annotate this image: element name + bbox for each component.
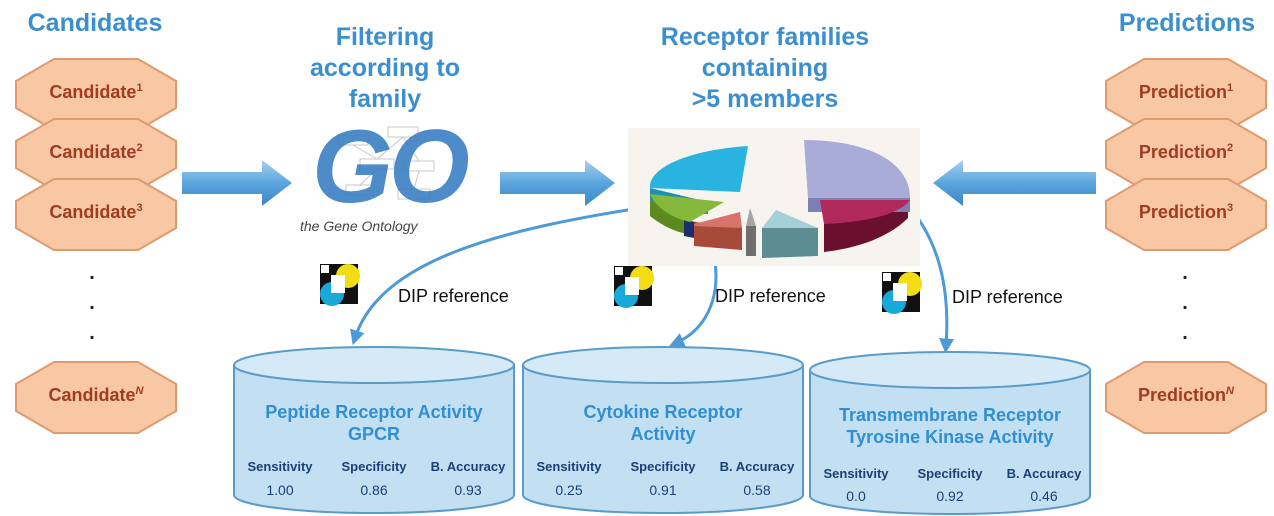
candidate-label: Candidate	[48, 385, 136, 405]
metric-value-sensitivity: 0.0	[846, 488, 866, 504]
pie-side-green	[650, 200, 690, 234]
candidate-sup: 1	[136, 82, 143, 94]
metric-header-specificity: Specificity	[917, 466, 983, 481]
heading-candidates: Candidates	[27, 9, 163, 37]
prediction-label: Prediction	[1138, 385, 1227, 405]
candidate-sup: 2	[136, 142, 143, 154]
database-cylinder-shape	[233, 346, 515, 514]
metric-value-accuracy: 0.58	[743, 482, 771, 498]
pie-slice-maroon	[820, 200, 910, 224]
ellipsis-dot: .	[89, 292, 95, 314]
candidate-sup: 3	[136, 202, 143, 214]
heading-receptor-families: Receptor families containing >5 members	[660, 23, 870, 113]
metric-header-accuracy: B. Accuracy	[719, 459, 795, 474]
candidate-sup: N	[135, 385, 144, 397]
pie-slice-gray	[746, 208, 756, 226]
prediction-item-1: Prediction1	[1104, 57, 1268, 132]
prediction-sup: 2	[1226, 142, 1234, 154]
gene-ontology-logo: GO the Gene Ontology	[300, 109, 480, 245]
candidate-label: Candidate	[49, 142, 137, 162]
candidate-item-3: Candidate3	[14, 177, 178, 252]
pie-side-navy	[684, 220, 696, 238]
dip-logo-icon	[320, 264, 360, 306]
dip-reference-label: DIP reference	[715, 286, 826, 306]
pie-slice-red	[694, 212, 742, 228]
octagon-shape	[1105, 178, 1267, 251]
prediction-sup: 1	[1226, 82, 1234, 94]
ellipsis-dot: .	[89, 322, 95, 344]
candidate-item-2: Candidate2	[14, 117, 178, 192]
dip-reference-2: DIP reference	[612, 264, 852, 324]
candidate-label: Candidate	[49, 82, 137, 102]
octagon-shape	[1105, 361, 1267, 434]
prediction-label: Prediction	[1138, 82, 1227, 102]
octagon-shape	[15, 361, 177, 434]
go-logo-graph-icon	[337, 126, 435, 200]
pie-slice-teal	[762, 210, 818, 228]
arrow-predictions-to-pie	[933, 160, 1096, 206]
metric-value-specificity: 0.92	[936, 488, 964, 504]
prediction-item-n: PredictionN	[1104, 360, 1268, 435]
curve-pie-to-db2	[669, 261, 718, 347]
prediction-item-2: Prediction2	[1104, 117, 1268, 192]
pie-side-red	[694, 222, 742, 250]
arrow-go-to-pie	[500, 160, 615, 206]
dip-reference-label: DIP reference	[952, 287, 1063, 307]
octagon-shape	[15, 178, 177, 251]
curve-pie-to-db1	[350, 206, 641, 346]
metric-value-accuracy: 0.46	[1030, 488, 1058, 504]
metric-value-accuracy: 0.93	[454, 482, 482, 498]
ellipsis-dot: .	[1182, 262, 1188, 284]
metric-value-sensitivity: 0.25	[555, 482, 583, 498]
metric-value-sensitivity: 1.00	[266, 482, 294, 498]
candidate-item-n: CandidateN	[14, 360, 178, 435]
arrow-candidates-to-go	[182, 160, 292, 206]
ellipsis-dot: .	[1182, 322, 1188, 344]
metric-header-sensitivity: Sensitivity	[536, 459, 602, 474]
prediction-sup: N	[1226, 385, 1234, 397]
prediction-label: Prediction	[1138, 202, 1227, 222]
pie-side-teal	[762, 228, 818, 258]
metric-header-accuracy: B. Accuracy	[430, 459, 506, 474]
heading-filtering: Filtering according to family	[309, 23, 460, 113]
dip-reference-3: DIP reference	[880, 270, 1120, 330]
database-cylinder-shape	[809, 351, 1091, 515]
prediction-sup: 3	[1226, 202, 1234, 214]
go-logo-letters: GO	[312, 109, 470, 225]
metric-header-specificity: Specificity	[630, 459, 696, 474]
go-logo-subtitle: the Gene Ontology	[300, 218, 418, 234]
metric-header-sensitivity: Sensitivity	[247, 459, 313, 474]
pie-slice-cyan	[649, 146, 748, 192]
receptor-families-pie	[628, 128, 920, 266]
candidate-item-1: Candidate1	[14, 57, 178, 132]
dip-reference-1: DIP reference	[318, 262, 558, 322]
prediction-item-3: Prediction3	[1104, 177, 1268, 252]
ellipsis-dot: .	[89, 262, 95, 284]
pie-slice-green	[650, 194, 724, 222]
pie-side-gray	[746, 226, 756, 256]
metric-value-specificity: 0.91	[649, 482, 677, 498]
metric-header-specificity: Specificity	[341, 459, 407, 474]
dip-logo-icon	[614, 266, 654, 308]
prediction-label: Prediction	[1138, 142, 1227, 162]
dip-reference-label: DIP reference	[398, 286, 509, 306]
dip-logo-icon	[882, 272, 922, 314]
candidate-label: Candidate	[49, 202, 137, 222]
heading-predictions: Predictions	[1118, 9, 1256, 37]
database-cylinder-shape	[522, 346, 804, 514]
ellipsis-dot: .	[1182, 292, 1188, 314]
metric-header-sensitivity: Sensitivity	[823, 466, 889, 481]
metric-value-specificity: 0.86	[360, 482, 388, 498]
pie-slice-lavender	[804, 140, 910, 198]
pie-graphic	[649, 140, 910, 258]
metric-header-accuracy: B. Accuracy	[1006, 466, 1082, 481]
